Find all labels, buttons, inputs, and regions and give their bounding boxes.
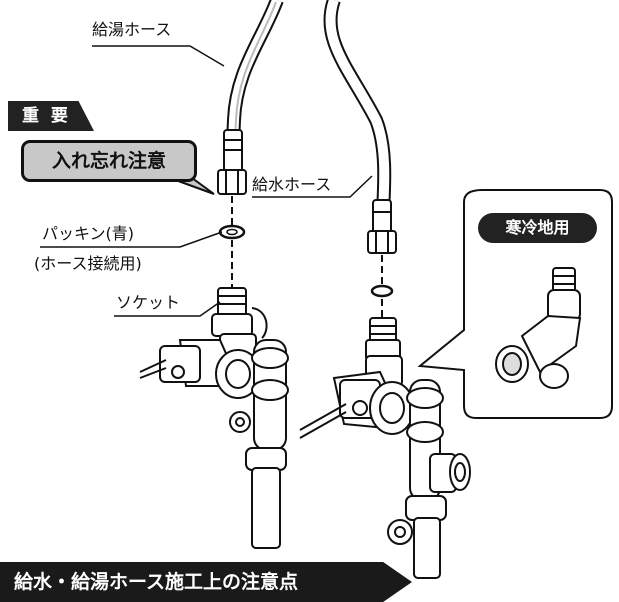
- important-badge: 重 要: [8, 101, 94, 131]
- socket-label: ソケット: [116, 293, 181, 312]
- cold-region-socket: [495, 267, 582, 389]
- dont-forget-warning: 入れ忘れ注意: [21, 140, 197, 182]
- leader-lines: [40, 45, 373, 317]
- bottom-title-banner: 給水・給湯ホース施工上の注意点: [0, 562, 412, 602]
- cold-region-badge: 寒冷地用: [478, 213, 597, 243]
- packing-label: パッキン(青): [42, 224, 135, 243]
- hot-hose-label: 給湯ホース: [92, 20, 172, 39]
- cold-hose-label: 給水ホース: [252, 175, 332, 194]
- cold-hose-ferrule: [367, 199, 397, 254]
- cold-valve-assembly: [299, 317, 471, 579]
- packing-washer-cold: [370, 284, 394, 298]
- hot-valve-assembly: [139, 287, 289, 549]
- plumbing-diagram: [40, 0, 613, 579]
- packing-sub-label: (ホース接続用): [34, 254, 142, 273]
- hot-hose-ferrule: [217, 129, 247, 195]
- hot-water-hose: [225, 0, 284, 166]
- cold-region-callout: [417, 189, 613, 419]
- cold-water-hose: [323, 0, 392, 233]
